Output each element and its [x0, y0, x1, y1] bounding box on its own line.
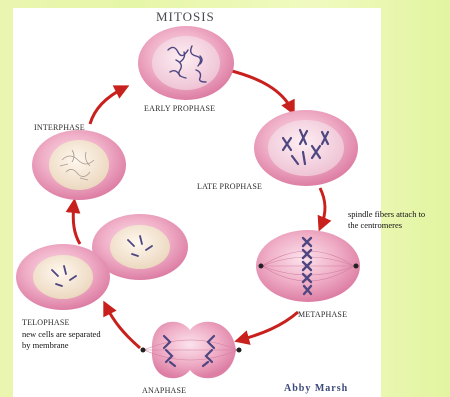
label-anaphase: ANAPHASE: [142, 386, 186, 395]
cell-late-prophase: [254, 110, 358, 186]
author-signature: Abby Marsh: [284, 383, 348, 394]
centrosome-left: [259, 264, 264, 269]
note-metaphase-line1: spindle fibers attach to: [348, 209, 425, 219]
note-metaphase: spindle fibers attach to the centromeres: [348, 209, 425, 230]
cell-interphase: [32, 130, 126, 200]
centrosome-right: [354, 264, 359, 269]
note-telophase-line2: by membrane: [22, 340, 69, 350]
label-late-prophase: LATE PROPHASE: [197, 182, 262, 191]
note-telophase: new cells are separated by membrane: [22, 329, 101, 350]
note-metaphase-line2: the centromeres: [348, 220, 402, 230]
cell-early-prophase: [138, 26, 234, 100]
label-telophase: TELOPHASE: [22, 318, 70, 327]
label-interphase: INTERPHASE: [34, 123, 85, 132]
cell-metaphase: [256, 230, 360, 302]
note-telophase-line1: new cells are separated: [22, 329, 101, 339]
diagram-title: MITOSIS: [156, 9, 215, 25]
label-early-prophase: EARLY PROPHASE: [144, 104, 215, 113]
label-metaphase: METAPHASE: [298, 310, 347, 319]
